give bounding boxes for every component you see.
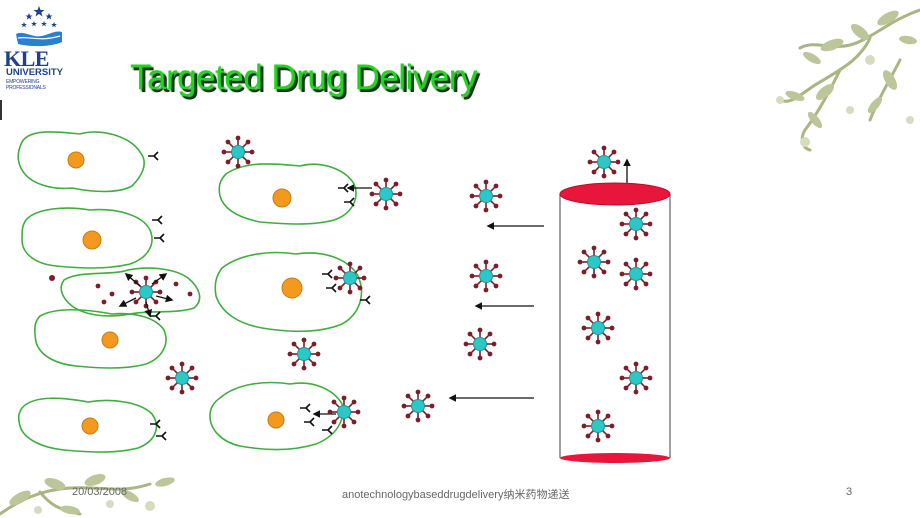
- cell: [49, 267, 201, 318]
- cell: [218, 163, 372, 225]
- cell: [214, 251, 371, 333]
- nanoparticle-icon: [462, 326, 498, 362]
- nanoparticle-icon: [618, 206, 654, 242]
- slide-title: Targeted Drug Delivery: [130, 58, 477, 97]
- nanoparticle-icon: [368, 176, 404, 212]
- nucleus: [267, 411, 285, 429]
- nanoparticle-icon: [618, 360, 654, 396]
- nucleus: [67, 151, 85, 169]
- nanoparticle-icon: [576, 244, 612, 280]
- nanoparticle-icon: [468, 178, 504, 214]
- cell: [21, 207, 165, 269]
- nucleus: [281, 277, 303, 299]
- logo-hand-stars-icon: [14, 4, 64, 48]
- left-divider: [0, 100, 2, 120]
- logo-name: KLE: [4, 46, 49, 71]
- nanoparticle-icon: [164, 360, 200, 396]
- nanoparticle-icon: [400, 388, 436, 424]
- logo-tagline: EMPOWERING PROFESSIONALS: [6, 79, 46, 91]
- nanoparticle-icon: [618, 256, 654, 292]
- nanoparticle-icon: [332, 260, 368, 296]
- targeted-drug-delivery-diagram: [17, 131, 671, 463]
- arrow-icon: [448, 158, 631, 402]
- nucleus: [272, 188, 292, 208]
- nanoparticle-icon: [580, 310, 616, 346]
- page-number: 3: [846, 486, 853, 498]
- nanoparticle-icon: [580, 408, 616, 444]
- nucleus: [82, 230, 102, 250]
- cell: [209, 381, 344, 451]
- nanoparticle-icon: [326, 394, 362, 430]
- nanoparticle-icon: [586, 144, 622, 180]
- vine-decoration-top-right: [776, 8, 920, 152]
- footer-text: anotechnologybaseddrugdelivery纳米药物递送: [342, 489, 570, 501]
- blood-vessel: [559, 182, 671, 463]
- cell: [34, 308, 167, 369]
- nucleus: [81, 417, 99, 435]
- nucleus: [101, 331, 119, 349]
- nanoparticle-icon: [286, 336, 322, 372]
- nanoparticle-icon: [468, 258, 504, 294]
- kle-university-logo: KLE UNIVERSITY EMPOWERING PROFESSIONALS: [4, 0, 76, 92]
- nanoparticle-icon: [220, 134, 256, 170]
- logo-subtitle: UNIVERSITY: [6, 67, 64, 78]
- cell: [17, 397, 167, 453]
- cell: [17, 131, 159, 193]
- vine-decoration-bottom-left: [0, 473, 175, 516]
- footer-date: 20/03/2008: [72, 486, 128, 498]
